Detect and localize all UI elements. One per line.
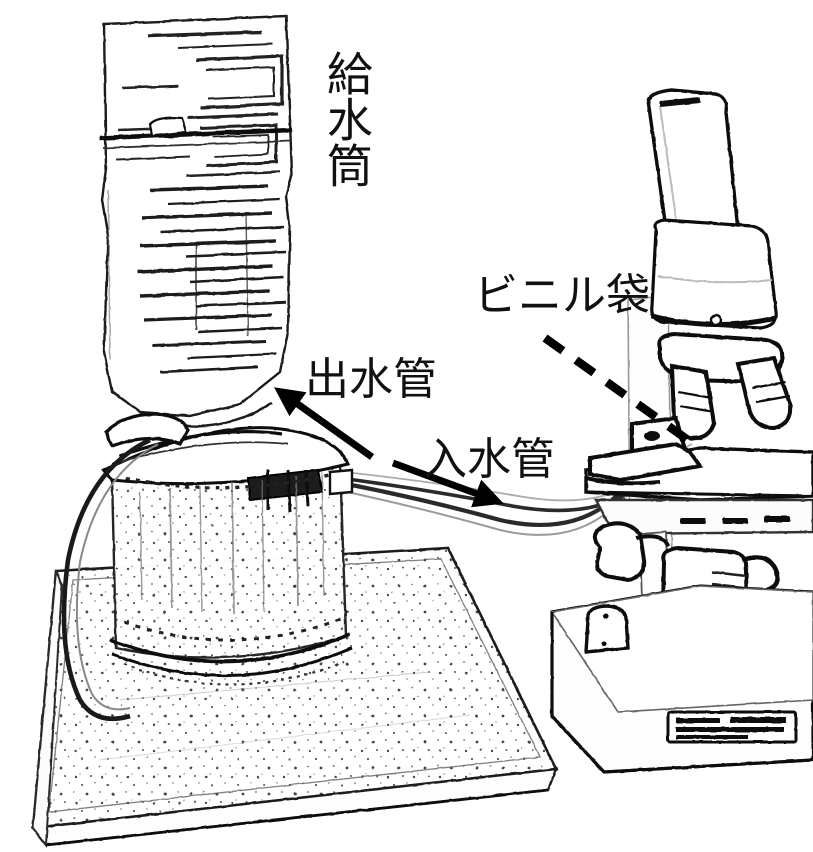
bottle-lower-ribs <box>137 184 287 374</box>
tube-connector-left <box>328 468 354 496</box>
container-debris-band <box>123 616 345 642</box>
head-knob <box>709 313 723 327</box>
supply-bottle-group <box>99 14 294 428</box>
bottle-seam-band <box>99 127 293 141</box>
culture-container-group <box>101 412 353 686</box>
bottle-seam-band-lower <box>102 140 292 149</box>
stage-clip-tail <box>585 476 661 486</box>
base-left-bevel <box>550 612 606 774</box>
stage-slots <box>680 516 790 524</box>
tray-speckle-2 <box>99 714 471 761</box>
container-bottom-rim-b <box>111 646 353 677</box>
eyepiece-rim <box>659 97 701 107</box>
base-knob-dot-bottom <box>601 641 607 647</box>
objective-lens-right <box>735 355 793 431</box>
base-nameplate-text <box>676 717 786 739</box>
tube-drain-left <box>61 437 151 722</box>
mirror-bracket <box>592 521 647 583</box>
inlet-arrow <box>391 459 504 508</box>
container-top-debris <box>125 470 343 490</box>
container-clamp-left <box>104 412 190 449</box>
label-vinyl-bag: ビニル袋 <box>474 271 650 320</box>
container-lid-ridge2 <box>111 441 289 465</box>
label-water-supply-bottle: 給水筒 <box>320 50 372 188</box>
container-lid-ridge <box>119 430 283 458</box>
label-outlet-pipe: 出水管 <box>305 355 437 404</box>
container-clamp-stem <box>266 469 310 513</box>
stage-clip-arm <box>588 441 704 483</box>
base-knob <box>584 604 630 654</box>
tray-bottom-edge <box>45 788 549 847</box>
bottle-top-ribs <box>115 30 284 178</box>
bottle-seam-tab <box>148 116 188 138</box>
container-internal-streaks <box>139 471 325 615</box>
microscope-head <box>650 218 778 330</box>
microscope-group <box>550 88 813 774</box>
bottle-left-edge-shade <box>107 189 111 361</box>
outlet-arrow <box>274 387 375 460</box>
tray-speckle-1 <box>119 671 431 701</box>
tube-drain-left-inner <box>75 443 159 711</box>
vinyl-bag-spot <box>644 431 660 441</box>
base-front-edge <box>603 758 813 774</box>
annotation-layer <box>274 334 691 508</box>
lamp-cable <box>741 555 780 593</box>
objective-lens-rings <box>677 380 791 414</box>
mirror-bracket-arm <box>635 534 670 547</box>
base-knob-dot-top <box>603 613 609 619</box>
microscope-head-seam <box>657 275 773 284</box>
container-bottom-rim-a <box>109 632 351 664</box>
stage-front-edge <box>585 490 813 498</box>
label-inlet-pipe: 入水管 <box>423 435 555 484</box>
vinyl-bag-leader-dashed <box>542 334 691 444</box>
